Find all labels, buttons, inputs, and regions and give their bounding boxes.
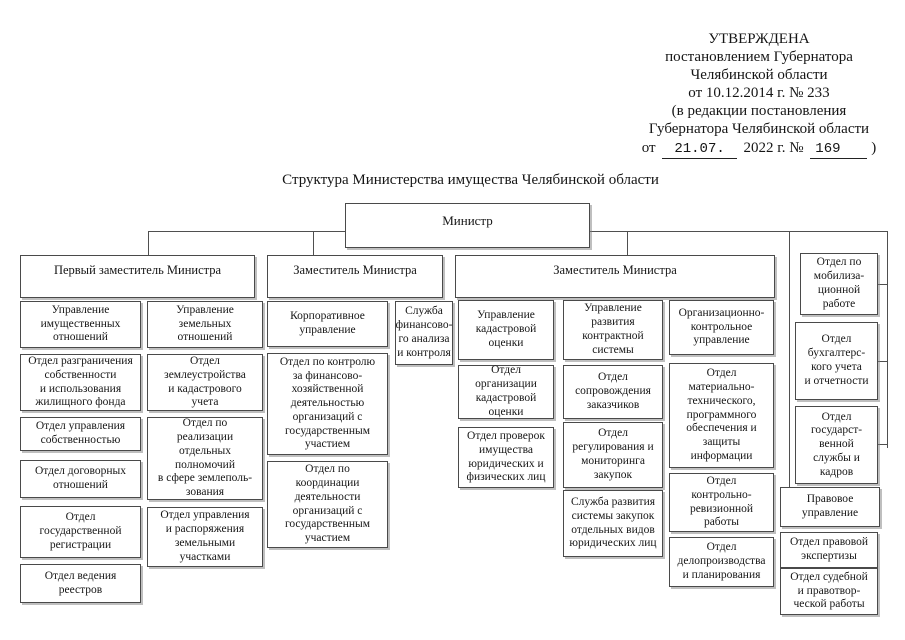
approval-line: постановлением Губернатора <box>665 49 853 65</box>
org-box-legal-expertise: Отдел правовой экспертизы <box>780 532 878 568</box>
approval-line-amended: от 21.07. 2022 г. № 169 ) <box>618 139 900 159</box>
org-box-minister: Министр <box>345 203 590 248</box>
org-box-financial-analysis-service: Служба финансово- го анализа и контроля <box>395 301 453 365</box>
approval-line: Губернатора Челябинской области <box>648 121 870 137</box>
connector-line <box>148 231 150 255</box>
approval-block: УТВЕРЖДЕНА постановлением Губернатора Че… <box>618 30 900 159</box>
approval-line: Челябинской области <box>690 67 828 83</box>
org-box-registry-keeping: Отдел ведения реестров <box>20 564 141 603</box>
connector-line <box>877 284 887 286</box>
org-box-deputy-2: Заместитель Министра <box>455 255 775 298</box>
org-box-first-deputy: Первый заместитель Министра <box>20 255 255 298</box>
approval-from-label: от <box>641 140 656 156</box>
org-box-land-relations-dept: Управление земельных отношений <box>147 301 263 348</box>
approval-number-filled: 169 <box>810 140 867 159</box>
approval-line: (в редакции постановления <box>671 103 847 119</box>
org-box-land-use-powers: Отдел по реализации отдельных полномочий… <box>147 417 263 500</box>
org-box-customer-support: Отдел сопровождения заказчиков <box>563 365 663 419</box>
approval-line: УТВЕРЖДЕНА <box>708 31 810 47</box>
org-box-procurement-monitoring: Отдел регулирования и мониторинга закупо… <box>563 422 663 488</box>
org-box-corporate-governance: Корпоративное управление <box>267 301 388 347</box>
org-box-civil-service-hr: Отдел государст- венной службы и кадров <box>795 406 878 484</box>
connector-line <box>877 444 887 446</box>
connector-line <box>627 231 629 255</box>
org-box-land-plots-management: Отдел управления и распоряжения земельны… <box>147 507 263 567</box>
org-box-accounting-dept: Отдел бухгалтерс- кого учета и отчетност… <box>795 322 878 400</box>
org-box-mobilization-dept: Отдел по мобилиза- ционной работе <box>800 253 878 315</box>
connector-line <box>887 231 889 448</box>
org-box-contract-relations: Отдел договорных отношений <box>20 460 141 498</box>
connector-line <box>313 231 315 255</box>
connector-line <box>148 231 345 233</box>
connector-line <box>590 231 887 233</box>
org-box-orgs-coordination: Отдел по координации деятельности органи… <box>267 461 388 548</box>
org-box-it-support-security: Отдел материально- технического, програм… <box>669 363 774 468</box>
connector-line <box>877 361 887 363</box>
approval-year-label: 2022 г. № <box>743 140 804 156</box>
page-title: Структура Министерства имущества Челябин… <box>282 172 659 188</box>
org-box-land-survey-cadastre: Отдел землеустройства и кадастрового уче… <box>147 354 263 411</box>
org-box-property-delimitation: Отдел разграничения собственности и испо… <box>20 354 141 411</box>
org-box-judicial-lawmaking: Отдел судебной и правотвор- ческой работ… <box>780 568 878 615</box>
approval-close-paren: ) <box>871 140 877 156</box>
org-box-contract-system-dept: Управление развития контрактной системы <box>563 300 663 360</box>
connector-line <box>789 231 791 487</box>
approval-date-filled: 21.07. <box>662 140 737 159</box>
org-box-cadastral-valuation-org: Отдел организации кадастровой оценки <box>458 364 554 419</box>
org-box-procurement-dev-service: Служба развития системы закупок отдельны… <box>563 490 663 557</box>
approval-line: от 10.12.2014 г. № 233 <box>688 85 830 101</box>
org-box-org-control-dept: Организационно- контрольное управление <box>669 300 774 355</box>
org-box-property-relations-dept: Управление имущественных отношений <box>20 301 141 348</box>
org-box-audit-dept: Отдел контрольно- ревизионной работы <box>669 473 774 532</box>
org-box-deputy-1: Заместитель Министра <box>267 255 443 298</box>
org-box-state-registration: Отдел государственной регистрации <box>20 506 141 558</box>
org-box-property-inspections: Отдел проверок имущества юридических и ф… <box>458 427 554 488</box>
org-box-cadastral-valuation-dept: Управление кадастровой оценки <box>458 300 554 360</box>
org-box-financial-control-orgs: Отдел по контролю за финансово- хозяйств… <box>267 353 388 455</box>
org-box-records-planning: Отдел делопроизводства и планирования <box>669 537 774 587</box>
org-box-property-management: Отдел управления собственностью <box>20 417 141 451</box>
org-box-legal-dept: Правовое управление <box>780 487 880 527</box>
